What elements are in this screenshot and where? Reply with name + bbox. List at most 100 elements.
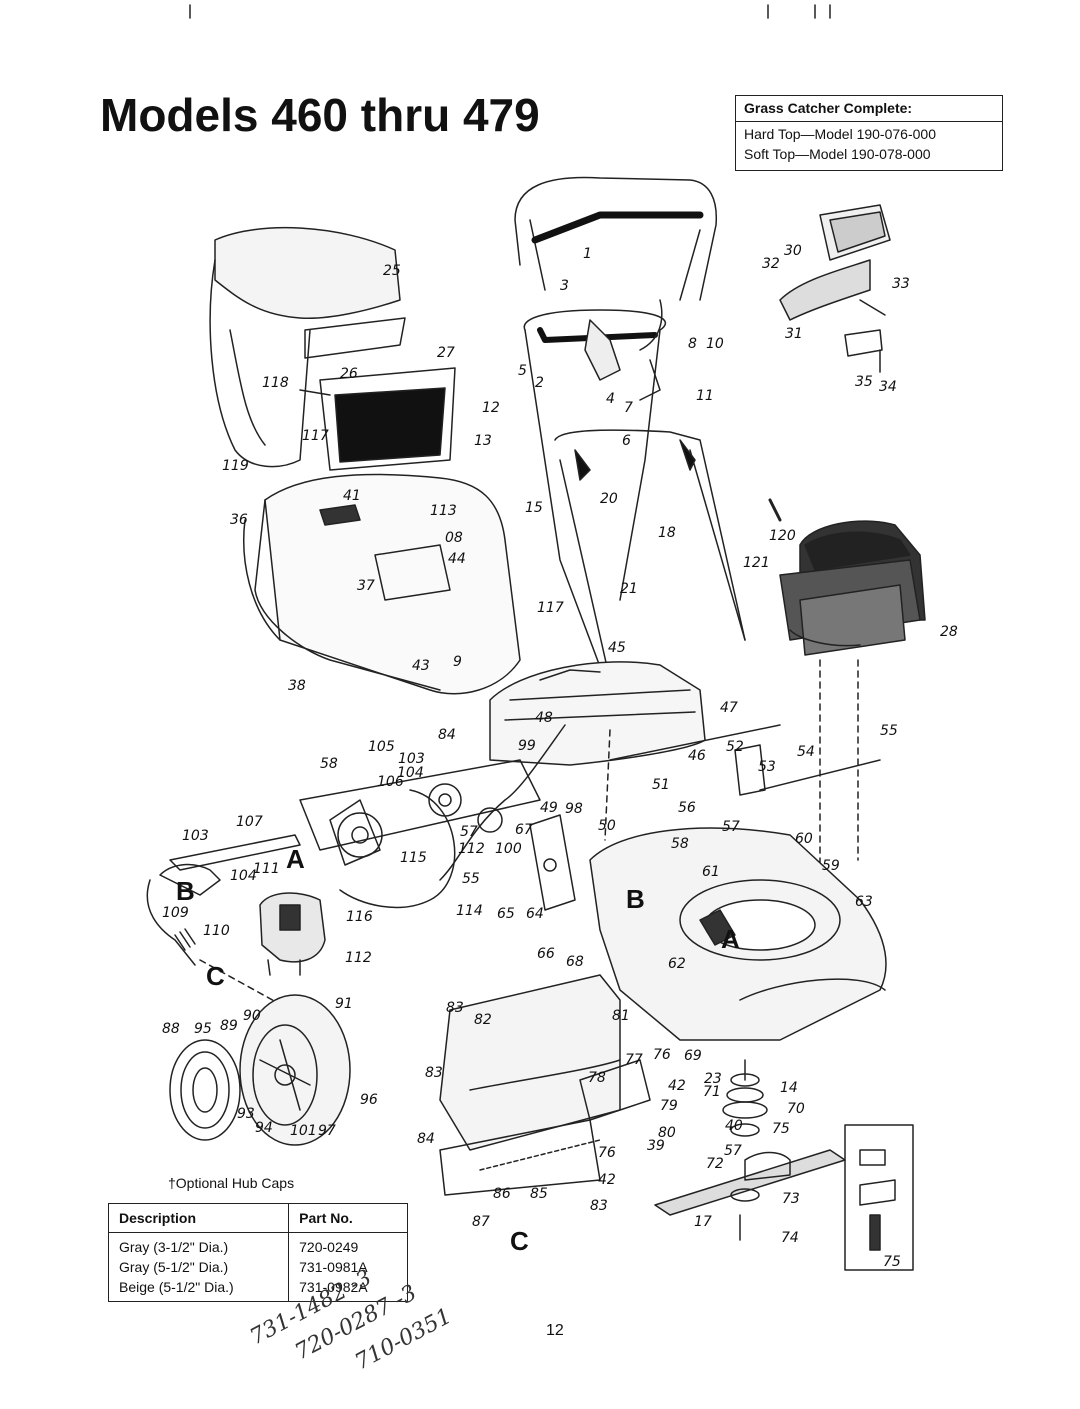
control-cable xyxy=(439,724,566,881)
part-label: 25 xyxy=(383,263,401,279)
part-label: 23 xyxy=(704,1071,722,1087)
table-header-row: Description Part No. xyxy=(107,1203,408,1233)
part-label: 91 xyxy=(335,996,353,1012)
part-label: 106 xyxy=(377,774,404,790)
part-label: 72 xyxy=(706,1156,724,1172)
part-label: 11 xyxy=(696,388,714,404)
part-label: 10 xyxy=(706,336,724,352)
part-label: 111 xyxy=(253,861,280,877)
hub-cap-description: Gray (3-1/2" Dia.) xyxy=(107,1232,290,1257)
hub-cap-part-no: 720-0249 xyxy=(288,1232,408,1257)
part-label: 96 xyxy=(360,1092,378,1108)
part-label: 98 xyxy=(565,801,583,817)
bag-frame xyxy=(299,317,456,471)
part-label: 36 xyxy=(230,512,248,528)
part-label: 58 xyxy=(671,836,689,852)
part-label: 99 xyxy=(518,738,536,754)
part-label: 119 xyxy=(222,458,249,474)
part-label: 48 xyxy=(535,710,553,726)
part-label: 31 xyxy=(785,326,803,342)
callout-c-1: C xyxy=(206,961,225,991)
part-label: 5 xyxy=(518,363,527,379)
part-label: 77 xyxy=(625,1052,643,1068)
part-label: 114 xyxy=(456,903,483,919)
hub-cap-part-no: 731-0982A xyxy=(288,1277,408,1302)
part-label: 57 xyxy=(724,1143,742,1159)
blade-adapter-stack xyxy=(722,1059,768,1241)
part-label: 53 xyxy=(758,759,776,775)
part-label: 54 xyxy=(797,744,815,760)
part-label: 88 xyxy=(162,1021,180,1037)
part-label: 9 xyxy=(453,654,462,670)
part-label: 103 xyxy=(398,751,425,767)
part-label: 14 xyxy=(780,1080,798,1096)
part-label: 52 xyxy=(726,739,744,755)
hub-cap xyxy=(169,1039,241,1141)
part-label: 109 xyxy=(162,905,189,921)
part-label: 113 xyxy=(430,503,457,519)
part-label: 118 xyxy=(262,375,289,391)
part-label: 86 xyxy=(493,1186,511,1202)
part-label: 104 xyxy=(230,868,257,884)
hub-cap-description: Gray (5-1/2" Dia.) xyxy=(107,1257,290,1277)
part-label: 12 xyxy=(482,400,500,416)
grass-catcher-soft-top: Soft Top—Model 190-078-000 xyxy=(744,146,931,162)
part-label: 42 xyxy=(668,1078,686,1094)
front-axle xyxy=(609,724,781,761)
part-label: 32 xyxy=(762,256,780,272)
part-label: 93 xyxy=(237,1106,255,1122)
axle-rod xyxy=(759,759,881,791)
grass-catcher-divider xyxy=(736,121,1002,122)
part-label: 20 xyxy=(600,491,618,507)
part-label: 51 xyxy=(652,777,670,793)
part-label: 103 xyxy=(182,828,209,844)
grass-catcher-hard-top: Hard Top—Model 190-076-000 xyxy=(744,126,936,142)
part-label: 64 xyxy=(526,906,544,922)
part-label: 43 xyxy=(412,658,430,674)
hub-caps-title: †Optional Hub Caps xyxy=(168,1175,295,1191)
part-label: 117 xyxy=(302,428,329,444)
part-label: 30 xyxy=(784,243,802,259)
part-label: 1 xyxy=(583,246,592,262)
grass-bag xyxy=(209,226,401,468)
part-label: 57 xyxy=(460,824,478,840)
callout-a-1: A xyxy=(286,844,305,874)
part-label: 112 xyxy=(345,950,372,966)
part-label: 74 xyxy=(781,1230,799,1246)
callout-b-2: B xyxy=(626,884,645,914)
part-label: 83 xyxy=(425,1065,443,1081)
part-label: 08 xyxy=(445,530,463,546)
part-label: 117 xyxy=(537,600,564,616)
part-label: 15 xyxy=(525,500,543,516)
part-label: 28 xyxy=(940,624,958,640)
height-adjuster xyxy=(529,744,766,911)
part-label: 45 xyxy=(608,640,626,656)
table-row: Gray (5-1/2" Dia.) 731-0981A xyxy=(107,1257,408,1277)
part-label: 57 xyxy=(722,819,740,835)
part-label: 80 xyxy=(658,1125,676,1141)
part-label: 105 xyxy=(368,739,395,755)
hub-caps-table: Description Part No. Gray (3-1/2" Dia.) … xyxy=(107,1203,408,1302)
part-label: 94 xyxy=(255,1120,273,1136)
grass-catcher-title: Grass Catcher Complete: xyxy=(744,100,913,116)
part-label: 56 xyxy=(678,800,696,816)
part-label: 3 xyxy=(560,278,569,294)
part-label: 81 xyxy=(612,1008,630,1024)
column-header-part-no: Part No. xyxy=(288,1203,408,1233)
part-label: 65 xyxy=(497,906,515,922)
part-label: 46 xyxy=(688,748,706,764)
part-label: 63 xyxy=(855,894,873,910)
part-label: 39 xyxy=(647,1138,665,1154)
part-label: 79 xyxy=(660,1098,678,1114)
part-label: 73 xyxy=(782,1191,800,1207)
cutting-blade xyxy=(654,1149,846,1216)
part-label: 37 xyxy=(357,578,375,594)
part-label: 90 xyxy=(243,1008,261,1024)
rear-axle xyxy=(169,834,301,871)
part-label: 112 xyxy=(458,841,485,857)
part-label: 84 xyxy=(417,1131,435,1147)
part-label: 59 xyxy=(822,858,840,874)
part-label: 4 xyxy=(606,391,615,407)
part-label: 21 xyxy=(620,581,638,597)
